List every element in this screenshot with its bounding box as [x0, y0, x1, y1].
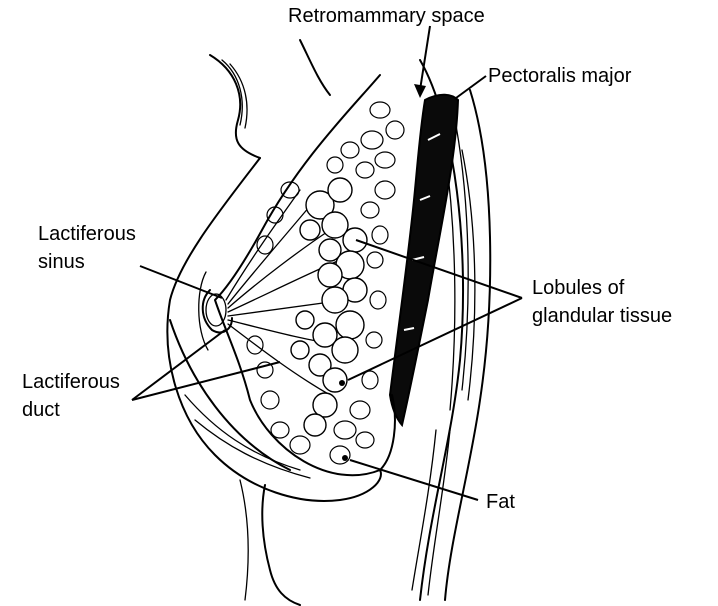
label-lobules-line1: Lobules of — [532, 277, 625, 299]
label-retromammary-space: Retromammary space — [288, 5, 485, 27]
label-fat: Fat — [486, 491, 515, 513]
label-lobules-line2: glandular tissue — [532, 305, 673, 327]
glandular-lobules — [290, 177, 368, 437]
arm-contour — [209, 39, 331, 159]
label-lactiferous-sinus-line2: sinus — [38, 251, 85, 273]
pectoralis-major-muscle — [388, 93, 460, 428]
lower-fold — [169, 319, 311, 606]
nipple — [198, 271, 233, 351]
leader-lines — [131, 25, 523, 501]
fat-tissue — [246, 101, 405, 465]
breast-outline — [166, 157, 382, 502]
label-lactiferous-duct-line2: duct — [22, 399, 60, 421]
label-lactiferous-sinus-line1: Lactiferous — [38, 223, 136, 245]
label-pectoralis-major: Pectoralis major — [488, 65, 632, 87]
label-lactiferous-duct-line1: Lactiferous — [22, 371, 120, 393]
